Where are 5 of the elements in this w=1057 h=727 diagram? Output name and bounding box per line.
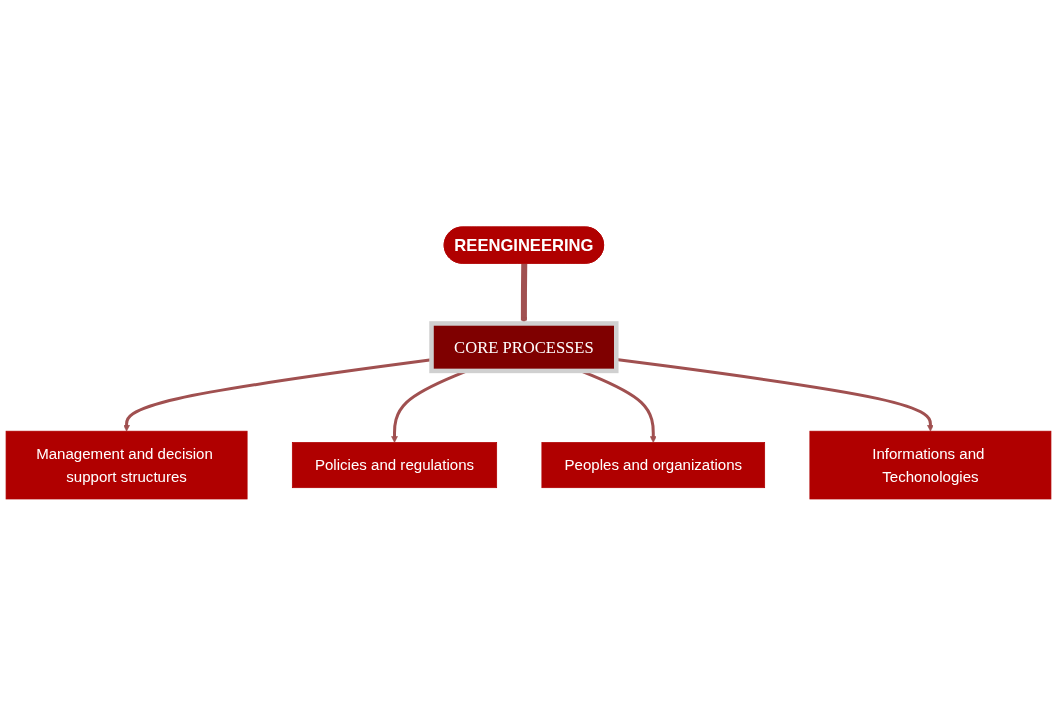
node-box: Informations and Techonologies	[809, 431, 1052, 500]
node-box: CORE PROCESSES	[429, 321, 619, 374]
node-box: Policies and regulations	[291, 442, 498, 489]
node-box: Peoples and organizations	[541, 442, 766, 489]
node-box: Management and decision support structures	[5, 431, 248, 500]
